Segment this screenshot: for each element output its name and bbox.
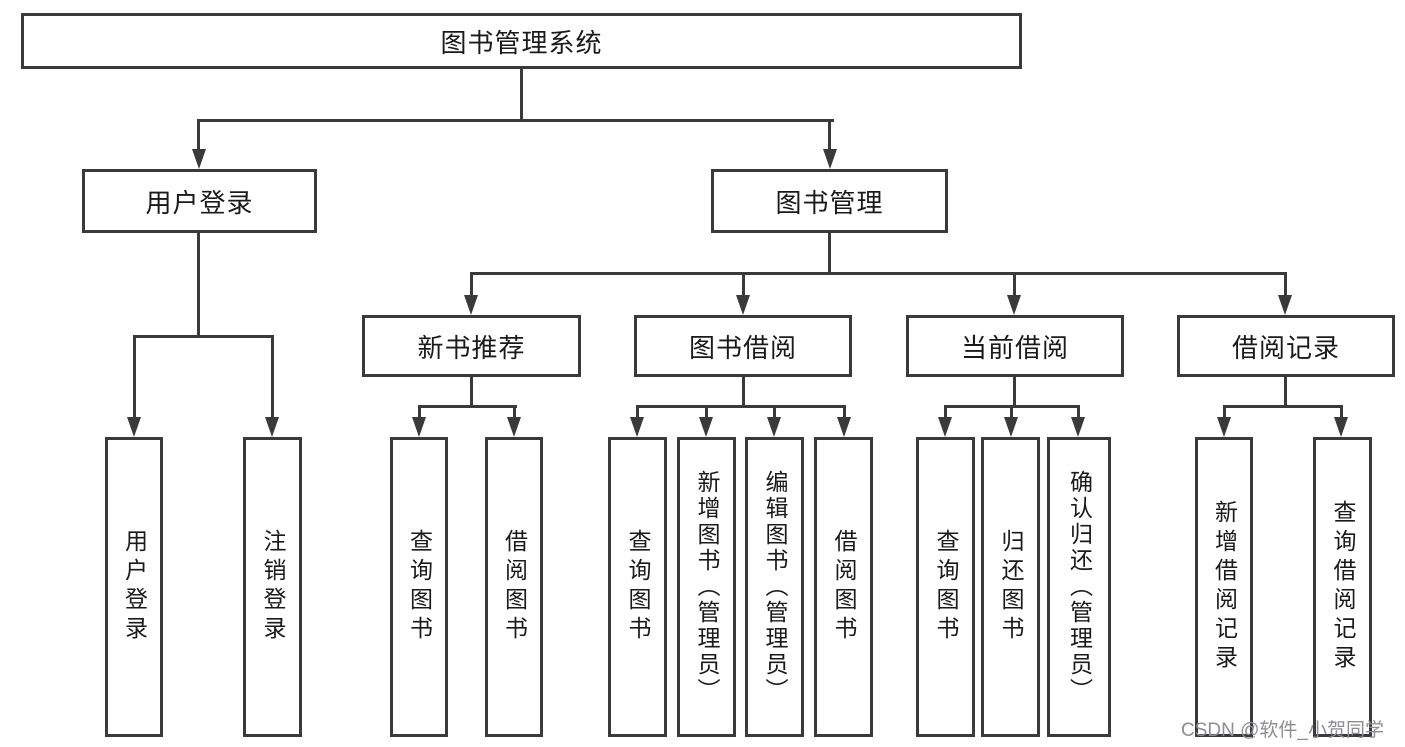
line-segment bbox=[705, 405, 708, 417]
line-segment bbox=[133, 335, 274, 338]
arrowhead-icon bbox=[938, 417, 952, 437]
line-segment bbox=[197, 233, 200, 335]
leaf-edit-book-admin-label: 编辑图书（管理员） bbox=[762, 470, 788, 704]
node-book-management: 图书管理 bbox=[711, 169, 948, 233]
leaf-newbook-query-books-label: 查询图书 bbox=[406, 529, 433, 645]
leaf-newbook-borrow-books: 借阅图书 bbox=[485, 437, 543, 737]
arrowhead-icon bbox=[192, 149, 206, 169]
node-borrow-records-label: 借阅记录 bbox=[1231, 332, 1340, 363]
line-segment bbox=[133, 335, 136, 417]
node-user-login-label: 用户登录 bbox=[145, 187, 254, 218]
line-segment bbox=[828, 233, 831, 274]
leaf-add-borrow-record: 新增借阅记录 bbox=[1195, 437, 1253, 737]
leaf-edit-book-admin: 编辑图书（管理员） bbox=[745, 437, 804, 737]
arrowhead-icon bbox=[265, 417, 279, 437]
arrowhead-icon bbox=[1071, 417, 1085, 437]
leaf-return-books: 归还图书 bbox=[981, 437, 1040, 737]
arrowhead-icon bbox=[767, 417, 781, 437]
leaf-current-query-books: 查询图书 bbox=[916, 437, 975, 737]
line-segment bbox=[1013, 272, 1016, 295]
node-book-borrow-label: 图书借阅 bbox=[688, 332, 797, 363]
line-segment bbox=[197, 119, 200, 149]
leaf-add-book-admin: 新增图书（管理员） bbox=[677, 437, 736, 737]
line-segment bbox=[828, 119, 831, 149]
leaf-add-book-admin-label: 新增图书（管理员） bbox=[694, 470, 720, 704]
leaf-logout-label: 注销登录 bbox=[260, 529, 286, 645]
leaf-query-borrow-record: 查询借阅记录 bbox=[1313, 437, 1372, 737]
line-segment bbox=[1077, 405, 1080, 417]
leaf-newbook-query-books: 查询图书 bbox=[390, 437, 448, 737]
line-segment bbox=[418, 405, 421, 417]
node-new-book-recommend: 新书推荐 bbox=[362, 315, 581, 377]
leaf-logout: 注销登录 bbox=[243, 437, 302, 737]
leaf-user-login: 用户登录 bbox=[105, 437, 163, 737]
line-segment bbox=[742, 272, 745, 295]
leaf-current-query-books-label: 查询图书 bbox=[933, 529, 959, 645]
node-book-borrow: 图书借阅 bbox=[634, 315, 852, 377]
leaf-confirm-return-admin: 确认归还（管理员） bbox=[1047, 437, 1111, 737]
line-segment bbox=[1340, 405, 1343, 417]
line-segment bbox=[773, 405, 776, 417]
arrowhead-icon bbox=[127, 417, 141, 437]
line-segment bbox=[1284, 272, 1287, 295]
leaf-return-books-label: 归还图书 bbox=[998, 529, 1024, 645]
leaf-borrow-query-books: 查询图书 bbox=[608, 437, 667, 737]
csdn-watermark: CSDN @软件_小贺同学 bbox=[1181, 720, 1384, 741]
arrowhead-icon bbox=[464, 295, 478, 315]
line-segment bbox=[843, 405, 846, 417]
arrowhead-icon bbox=[507, 417, 521, 437]
line-segment bbox=[944, 405, 947, 417]
line-segment bbox=[1010, 405, 1013, 417]
line-segment bbox=[1013, 377, 1016, 408]
arrowhead-icon bbox=[1278, 295, 1292, 315]
line-segment bbox=[470, 272, 473, 295]
arrowhead-icon bbox=[1217, 417, 1231, 437]
line-segment bbox=[1223, 405, 1343, 408]
node-new-book-recommend-label: 新书推荐 bbox=[417, 332, 526, 363]
leaf-borrow-query-books-label: 查询图书 bbox=[625, 529, 651, 645]
line-segment bbox=[418, 405, 517, 408]
line-segment bbox=[197, 119, 834, 122]
leaf-newbook-borrow-books-label: 借阅图书 bbox=[501, 529, 528, 645]
arrowhead-icon bbox=[1007, 295, 1021, 315]
line-segment bbox=[520, 69, 523, 120]
leaf-borrow-books-label: 借阅图书 bbox=[831, 529, 857, 645]
node-borrow-records: 借阅记录 bbox=[1177, 315, 1395, 377]
line-segment bbox=[636, 405, 845, 408]
node-current-borrow-label: 当前借阅 bbox=[960, 332, 1069, 363]
node-book-management-label: 图书管理 bbox=[775, 187, 884, 218]
node-current-borrow: 当前借阅 bbox=[906, 315, 1124, 377]
line-segment bbox=[1223, 405, 1226, 417]
line-segment bbox=[742, 377, 745, 408]
line-segment bbox=[636, 405, 639, 417]
node-root-label: 图书管理系统 bbox=[440, 27, 603, 58]
leaf-confirm-return-admin-label: 确认归还（管理员） bbox=[1066, 470, 1093, 704]
leaf-user-login-label: 用户登录 bbox=[121, 529, 148, 645]
leaf-query-borrow-record-label: 查询借阅记录 bbox=[1330, 500, 1356, 674]
line-segment bbox=[470, 272, 1287, 275]
arrowhead-icon bbox=[736, 295, 750, 315]
node-user-login: 用户登录 bbox=[82, 169, 317, 233]
arrowhead-icon bbox=[630, 417, 644, 437]
arrowhead-icon bbox=[823, 149, 837, 169]
line-segment bbox=[470, 377, 473, 408]
line-segment bbox=[513, 405, 516, 417]
leaf-add-borrow-record-label: 新增借阅记录 bbox=[1211, 500, 1238, 674]
node-root-system: 图书管理系统 bbox=[21, 13, 1022, 69]
line-segment bbox=[271, 335, 274, 417]
arrowhead-icon bbox=[1334, 417, 1348, 437]
arrowhead-icon bbox=[837, 417, 851, 437]
leaf-borrow-books: 借阅图书 bbox=[814, 437, 873, 737]
line-segment bbox=[1284, 377, 1287, 408]
arrowhead-icon bbox=[699, 417, 713, 437]
arrowhead-icon bbox=[412, 417, 426, 437]
arrowhead-icon bbox=[1004, 417, 1018, 437]
